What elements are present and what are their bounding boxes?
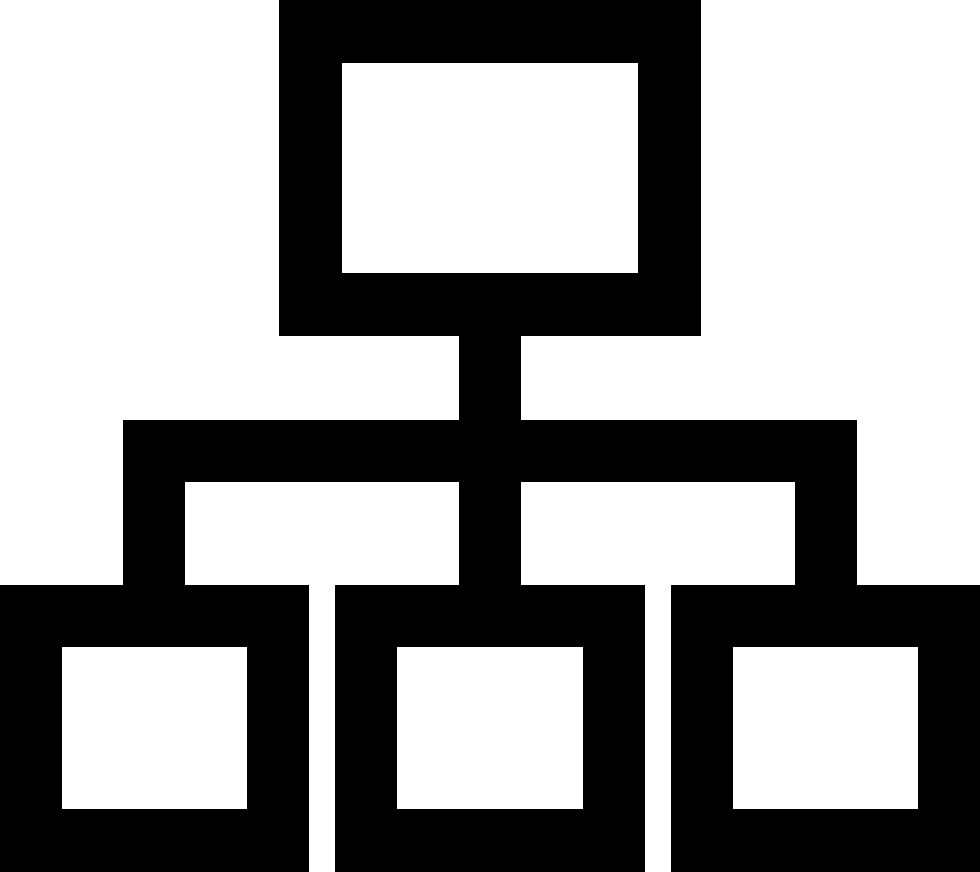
node-child-right xyxy=(671,585,980,872)
connector-drop-right xyxy=(795,482,857,585)
connector-bus xyxy=(123,420,857,482)
connector-drop-left xyxy=(123,482,185,585)
connector-drop-middle xyxy=(459,482,521,585)
node-child-left xyxy=(0,585,309,872)
node-child-middle xyxy=(335,585,645,872)
connector-stem-top xyxy=(459,336,521,420)
node-top xyxy=(279,0,701,336)
